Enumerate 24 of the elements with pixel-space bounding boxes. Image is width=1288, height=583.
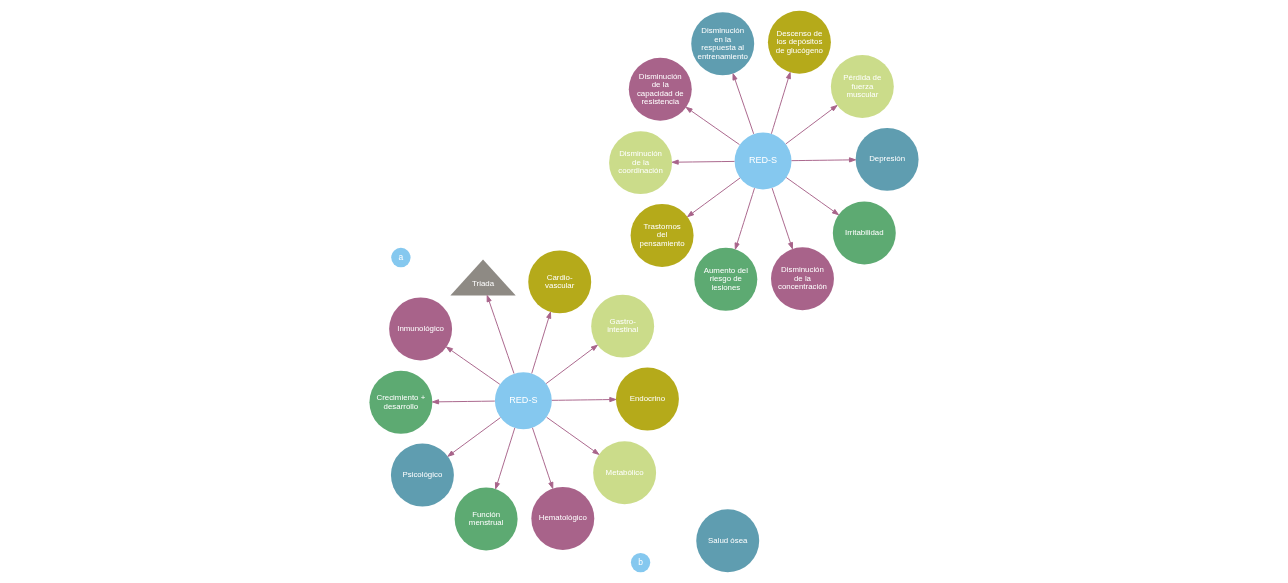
- arrow: [445, 346, 501, 385]
- arrow: [785, 104, 838, 145]
- arrow: [671, 159, 735, 165]
- arrow: [791, 157, 856, 163]
- arrow: [732, 73, 755, 135]
- arrow: [531, 427, 554, 489]
- arrow: [551, 396, 617, 403]
- node-circle: a: [391, 247, 411, 268]
- arrow: [447, 417, 501, 457]
- arrow: [486, 295, 515, 374]
- arrow: [734, 187, 755, 250]
- node-circle: RED-S: [494, 372, 552, 430]
- arrow: [546, 416, 600, 455]
- arrow: [785, 177, 839, 216]
- arrow: [685, 106, 740, 146]
- node-circle: RED-S: [734, 132, 792, 190]
- arrow: [494, 427, 516, 490]
- arrow: [531, 311, 552, 374]
- arrow: [545, 344, 598, 385]
- arrow: [770, 72, 791, 135]
- arrow: [687, 177, 741, 218]
- arrow: [771, 187, 793, 250]
- arrow: [432, 399, 496, 405]
- node-circle: b: [630, 552, 651, 573]
